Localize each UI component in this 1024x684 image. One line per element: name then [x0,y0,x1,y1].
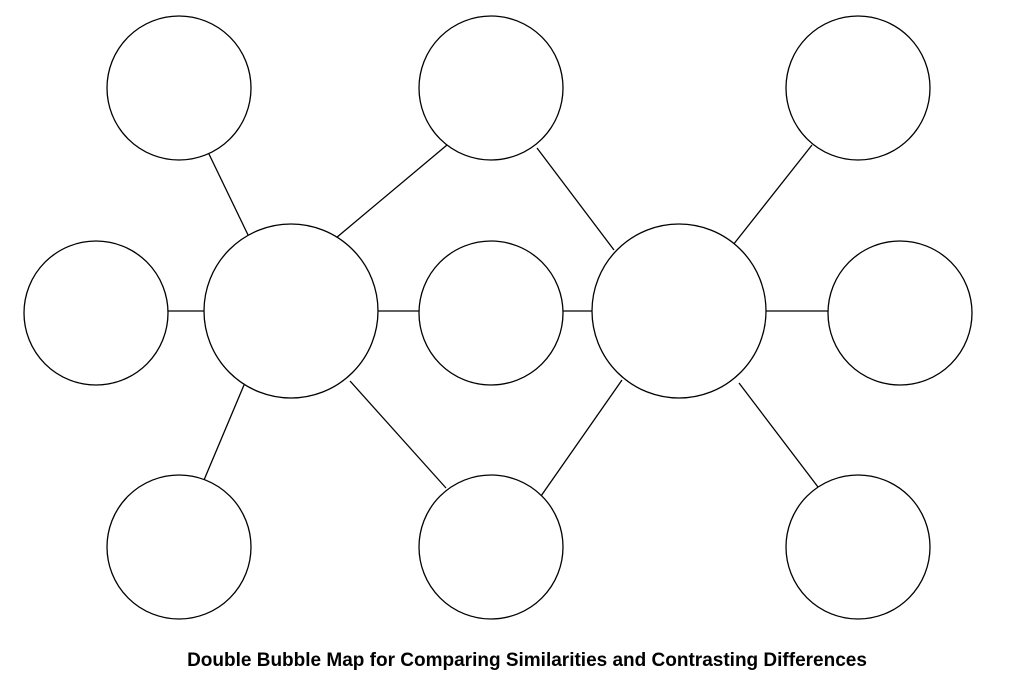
difference-bubble-right-top [785,15,931,161]
connector [738,382,819,488]
connector [732,144,813,246]
connectors [168,144,830,497]
main-topic-bubble-left [203,223,379,399]
connector [203,384,245,481]
difference-bubble-left-top [106,15,252,161]
similarity-bubble-top [418,15,564,161]
diagram-title: Double Bubble Map for Comparing Similari… [187,650,867,671]
difference-bubble-right-bottom [785,474,931,620]
connector [536,147,615,251]
connector [540,379,623,497]
difference-bubble-left-middle [23,240,169,386]
connector [335,144,448,239]
difference-bubble-left-bottom [106,474,252,620]
similarity-bubble-middle [418,240,564,386]
bubbles [23,15,973,620]
main-topic-bubble-right [591,223,767,399]
connector [207,151,250,238]
connector [349,380,447,489]
similarity-bubble-bottom [418,474,564,620]
difference-bubble-right-middle [827,240,973,386]
